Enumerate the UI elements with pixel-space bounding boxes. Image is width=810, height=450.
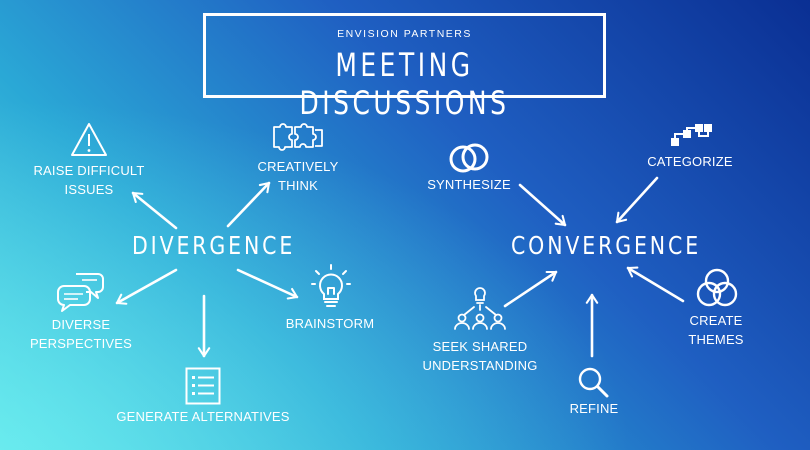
checklist-icon [185,367,221,405]
label-raise-difficult-issues: RAISE DIFFICULT ISSUES [29,161,149,199]
arrow-to-raise-difficult-issues [131,191,178,230]
arrow-to-creatively-think [226,181,271,228]
label-create-themes: CREATE THEMES [676,311,756,349]
label-line: GENERATE ALTERNATIVES [116,409,290,424]
label-line: RAISE DIFFICULT [33,163,145,178]
label-line: DIVERSE [51,317,111,332]
label-brainstorm: BRAINSTORM [279,314,381,333]
label-refine: REFINE [554,399,634,418]
page-subtitle: ENVISION PARTNERS [337,28,472,40]
label-synthesize: SYNTHESIZE [419,175,519,194]
hierarchy-blocks-icon [671,124,712,146]
team-idea-icon [454,287,506,330]
label-generate-alternatives: GENERATE ALTERNATIVES [108,407,298,426]
label-line: THINK [278,178,318,193]
lightbulb-icon [311,264,351,307]
title-box: ENVISION PARTNERS MEETING DISCUSSIONS [203,13,606,122]
convergence-hub: CONVERGENCE [511,231,702,260]
label-line: CREATE [689,313,743,328]
arrow-from-create-themes [626,266,685,303]
label-line: SYNTHESIZE [427,177,511,192]
chat-bubbles-icon [57,273,104,312]
warning-triangle-icon [71,123,107,156]
label-line: REFINE [569,401,619,416]
label-line: SEEK SHARED [432,339,528,354]
label-line: ISSUES [64,182,114,197]
label-line: CATEGORIZE [647,154,733,169]
magnifier-icon [578,367,609,398]
label-line: UNDERSTANDING [422,358,538,373]
label-line: THEMES [688,332,744,347]
label-line: BRAINSTORM [285,316,375,331]
arrow-from-categorize [615,176,659,224]
label-diverse-perspectives: DIVERSE PERSPECTIVES [26,315,136,353]
label-creatively-think: CREATIVELY THINK [248,157,348,195]
arrow-to-brainstorm [236,268,299,300]
puzzle-pieces-icon [273,123,323,151]
label-line: CREATIVELY [257,159,339,174]
arrow-to-diverse-perspectives [115,268,178,305]
label-seek-shared-understanding: SEEK SHARED UNDERSTANDING [414,337,546,375]
page-title: MEETING DISCUSSIONS [299,46,510,122]
arrow-from-seek-shared-understanding [503,270,558,308]
overlapping-circles-icon [449,143,489,173]
venn-circles-icon [696,268,738,307]
label-categorize: CATEGORIZE [640,152,740,171]
label-line: PERSPECTIVES [29,336,133,351]
divergence-hub: DIVERGENCE [132,231,296,260]
arrow-from-synthesize [518,183,567,227]
